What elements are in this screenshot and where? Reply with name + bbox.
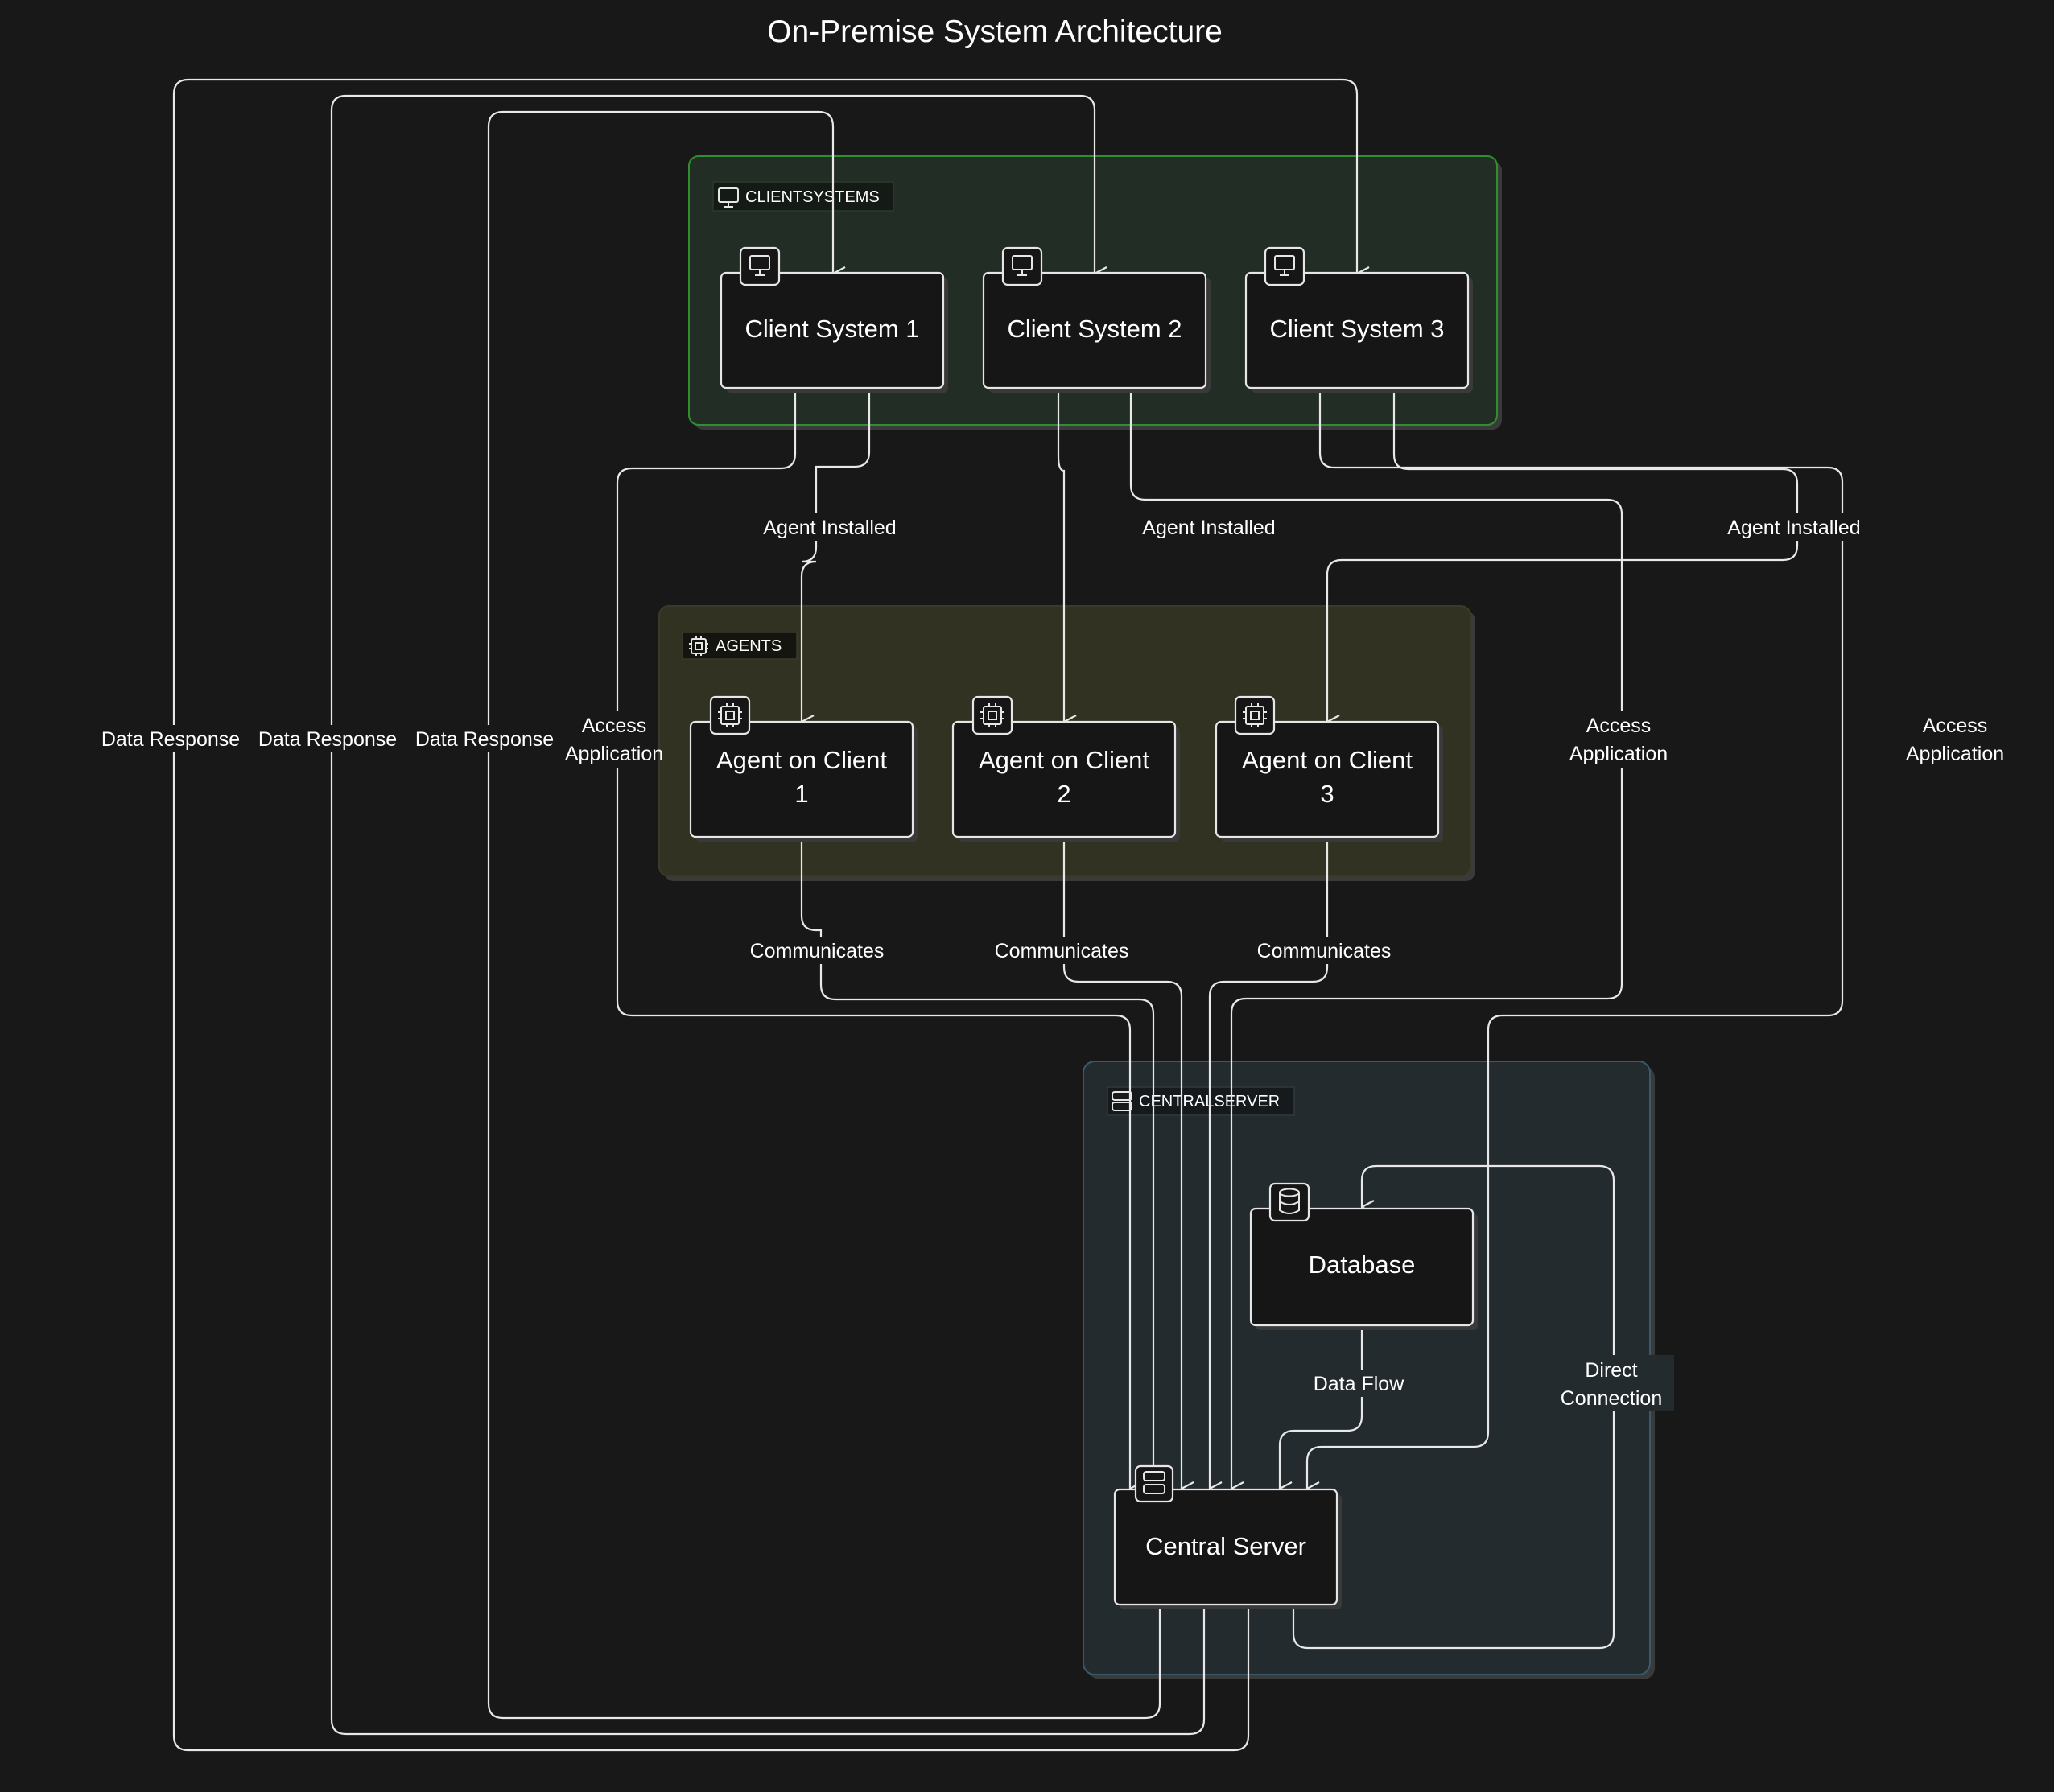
monitor-icon	[739, 246, 781, 286]
edge-agent-installed-1	[800, 388, 871, 722]
node-agent-3[interactable]: Agent on Client 3	[1215, 695, 1443, 842]
label-direct-connection-line1: Direct	[1585, 1359, 1637, 1382]
label-communicates-1: Communicates	[750, 940, 885, 962]
label-agent-installed-2: Agent Installed	[1142, 517, 1275, 539]
database-icon	[1268, 1182, 1310, 1222]
node-client-system-3[interactable]: Client System 3	[1244, 246, 1473, 393]
label-agent-installed-3: Agent Installed	[1727, 517, 1860, 539]
node-database[interactable]: Database	[1249, 1182, 1478, 1330]
server-icon	[1134, 1464, 1174, 1503]
node-client-system-2[interactable]: Client System 2	[982, 246, 1211, 393]
edge-labels: Agent Installed Agent Installed Agent In…	[99, 513, 2006, 1411]
label-direct-connection-line2: Connection	[1561, 1387, 1662, 1410]
label-data-response-3: Data Response	[101, 728, 240, 751]
node-label-client3: Client System 3	[1269, 315, 1444, 343]
diagram-title: On-Premise System Architecture	[767, 14, 1223, 49]
node-label-central: Central Server	[1145, 1532, 1306, 1560]
group-label-agents: AGENTS	[716, 637, 782, 655]
monitor-icon	[718, 187, 739, 208]
node-label-agent3-line1: Agent on Client	[1242, 746, 1413, 774]
label-communicates-2: Communicates	[995, 940, 1129, 962]
monitor-icon	[1264, 246, 1305, 286]
node-agent-2[interactable]: Agent on Client 2	[951, 695, 1180, 842]
label-access-3-line1: Access	[1923, 715, 1988, 737]
node-label-agent3-line2: 3	[1320, 780, 1334, 808]
label-access-2-line2: Application	[1569, 743, 1668, 765]
edge-data-response-client3	[172, 78, 1357, 1752]
edge-communicates-1	[800, 837, 1153, 1489]
node-label-agent2-line2: 2	[1057, 780, 1070, 808]
edge-agent-installed-2	[1057, 388, 1064, 722]
edge-access-application-3	[1305, 388, 1844, 1489]
node-label-database: Database	[1309, 1250, 1416, 1279]
label-data-response-1: Data Response	[415, 728, 554, 751]
label-communicates-3: Communicates	[1257, 940, 1392, 962]
label-access-3-line2: Application	[1906, 743, 2004, 765]
edge-data-flow	[1278, 1325, 1363, 1489]
label-access-1-line1: Access	[582, 715, 647, 737]
label-data-flow: Data Flow	[1314, 1373, 1404, 1395]
edge-communicates-2	[1062, 837, 1182, 1489]
cpu-icon	[709, 695, 751, 735]
monitor-icon	[1001, 246, 1043, 286]
label-agent-installed-1: Agent Installed	[763, 517, 896, 539]
edge-communicates-3	[1208, 837, 1329, 1489]
node-central-server[interactable]: Central Server	[1113, 1464, 1342, 1609]
cpu-icon	[689, 636, 708, 656]
edges	[172, 78, 1844, 1752]
node-client-system-1[interactable]: Client System 1	[720, 246, 948, 393]
edge-data-response-client1	[487, 110, 1161, 1720]
cpu-icon	[1234, 695, 1276, 735]
label-access-1-line2: Application	[565, 743, 663, 765]
group-label-clientsystems: CLIENTSYSTEMS	[745, 188, 880, 206]
server-icon	[1112, 1091, 1132, 1111]
label-access-2-line1: Access	[1586, 715, 1652, 737]
node-label-agent2-line1: Agent on Client	[979, 746, 1149, 774]
node-label-client1: Client System 1	[744, 315, 919, 343]
node-label-agent1-line2: 1	[794, 780, 808, 808]
node-label-client2: Client System 2	[1007, 315, 1182, 343]
edge-data-response-client2	[330, 94, 1206, 1736]
cpu-icon	[971, 695, 1013, 735]
label-data-response-2: Data Response	[258, 728, 397, 751]
node-label-agent1-line1: Agent on Client	[716, 746, 887, 774]
node-agent-1[interactable]: Agent on Client 1	[689, 695, 918, 842]
